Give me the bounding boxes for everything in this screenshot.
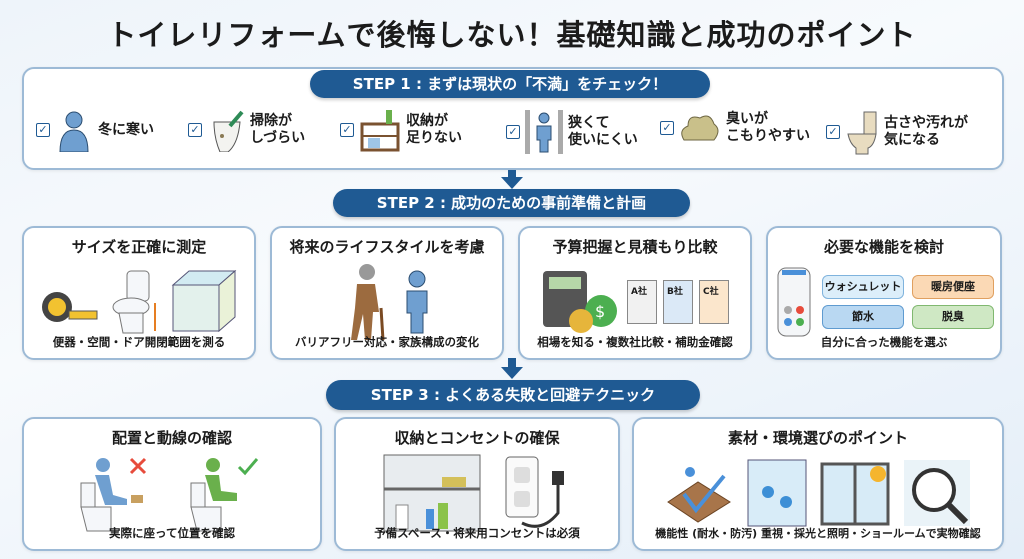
shelf-icon	[360, 110, 400, 152]
checkbox-icon: ✓	[506, 125, 520, 139]
card-storage-outlet: 収納とコンセントの確保 予備スペース・将来用コンセントは必須	[334, 417, 620, 551]
dirty-toilet-icon	[213, 110, 244, 152]
step2-label: STEP 2 : 成功のための事前準備と計画	[333, 189, 690, 217]
step1-label: STEP 1 : まずは現状の「不満」をチェック！	[310, 70, 710, 98]
power-outlet-icon	[505, 456, 564, 528]
child-icon	[406, 270, 428, 334]
showroom-magnifier-icon	[904, 460, 970, 526]
card-future-lifestyle: 将来のライフスタイルを考慮 バリアフリー対応・家族構成の変化	[270, 226, 504, 360]
flow-arrow-head	[501, 367, 523, 379]
correct-position-icon	[190, 458, 259, 532]
old-toilet-icon	[847, 111, 877, 155]
step3-label: STEP 3 : よくある失敗と回避テクニック	[326, 380, 700, 410]
odor-cloud-icon	[681, 115, 719, 141]
quote-doc: B社	[663, 280, 693, 324]
quote-doc: C社	[699, 280, 729, 324]
card-budget-estimate: 予算把握と見積もり比較 $ A社 B社 C社 相場を知る・複数社比較・補助金確認	[518, 226, 752, 360]
checklist-item: ✓ 掃除が しづらい	[188, 108, 305, 152]
elderly-person-icon	[351, 264, 385, 341]
page-title: トイレリフォームで後悔しない！基礎知識と成功のポイント	[107, 18, 917, 52]
card-layout-check: 配置と動線の確認 実際に座って位置を確認	[22, 417, 322, 551]
checklist-item: ✓ 冬に寒い	[36, 108, 154, 152]
feature-deodorize: 脱臭	[912, 305, 994, 329]
checkbox-icon: ✓	[826, 125, 840, 139]
tape-measure-icon	[42, 292, 98, 322]
narrow-space-icon	[525, 110, 563, 154]
checklist-item: ✓ 狭くて 使いにくい	[506, 108, 638, 156]
checklist-item: ✓ 収納が 足りない	[340, 108, 462, 152]
storage-shelf-icon	[383, 454, 481, 532]
flow-arrow	[508, 170, 516, 178]
feature-heated-seat: 暖房便座	[912, 275, 994, 299]
svg-text:$: $	[595, 302, 605, 321]
feature-washlet: ウォシュレット	[822, 275, 904, 299]
room-cube-icon	[171, 269, 237, 333]
card-measure-size: サイズを正確に測定 便器・空間・ドア開閉範囲を測る	[22, 226, 256, 360]
calculator-money-icon: $	[543, 271, 617, 333]
waterproof-floor-icon	[667, 467, 731, 523]
flow-arrow-head	[501, 177, 523, 189]
checkbox-icon: ✓	[660, 121, 674, 135]
remote-control-icon	[777, 267, 811, 337]
checkbox-icon: ✓	[340, 123, 354, 137]
toilet-icon	[112, 270, 156, 334]
cold-person-icon	[59, 111, 89, 152]
checkbox-icon: ✓	[188, 123, 202, 137]
feature-water-saving: 節水	[822, 305, 904, 329]
checklist-item: ✓ 古さや汚れが 気になる	[826, 108, 968, 156]
wrong-position-icon	[80, 457, 147, 532]
stain-resistant-wall-icon	[747, 459, 807, 527]
flow-arrow	[508, 358, 516, 368]
checkbox-icon: ✓	[36, 123, 50, 137]
card-materials-environment: 素材・環境選びのポイント 機能性 (耐水・防汚) 重視・採光と照明・ショールーム…	[632, 417, 1004, 551]
quote-doc: A社	[627, 280, 657, 324]
card-required-functions: 必要な機能を検討 ウォシュレット 暖房便座 節水 脱臭 自分に合った機能を選ぶ	[766, 226, 1002, 360]
window-sunlight-icon	[820, 462, 890, 526]
checklist-item: ✓ 臭いが こもりやすい	[660, 108, 810, 148]
